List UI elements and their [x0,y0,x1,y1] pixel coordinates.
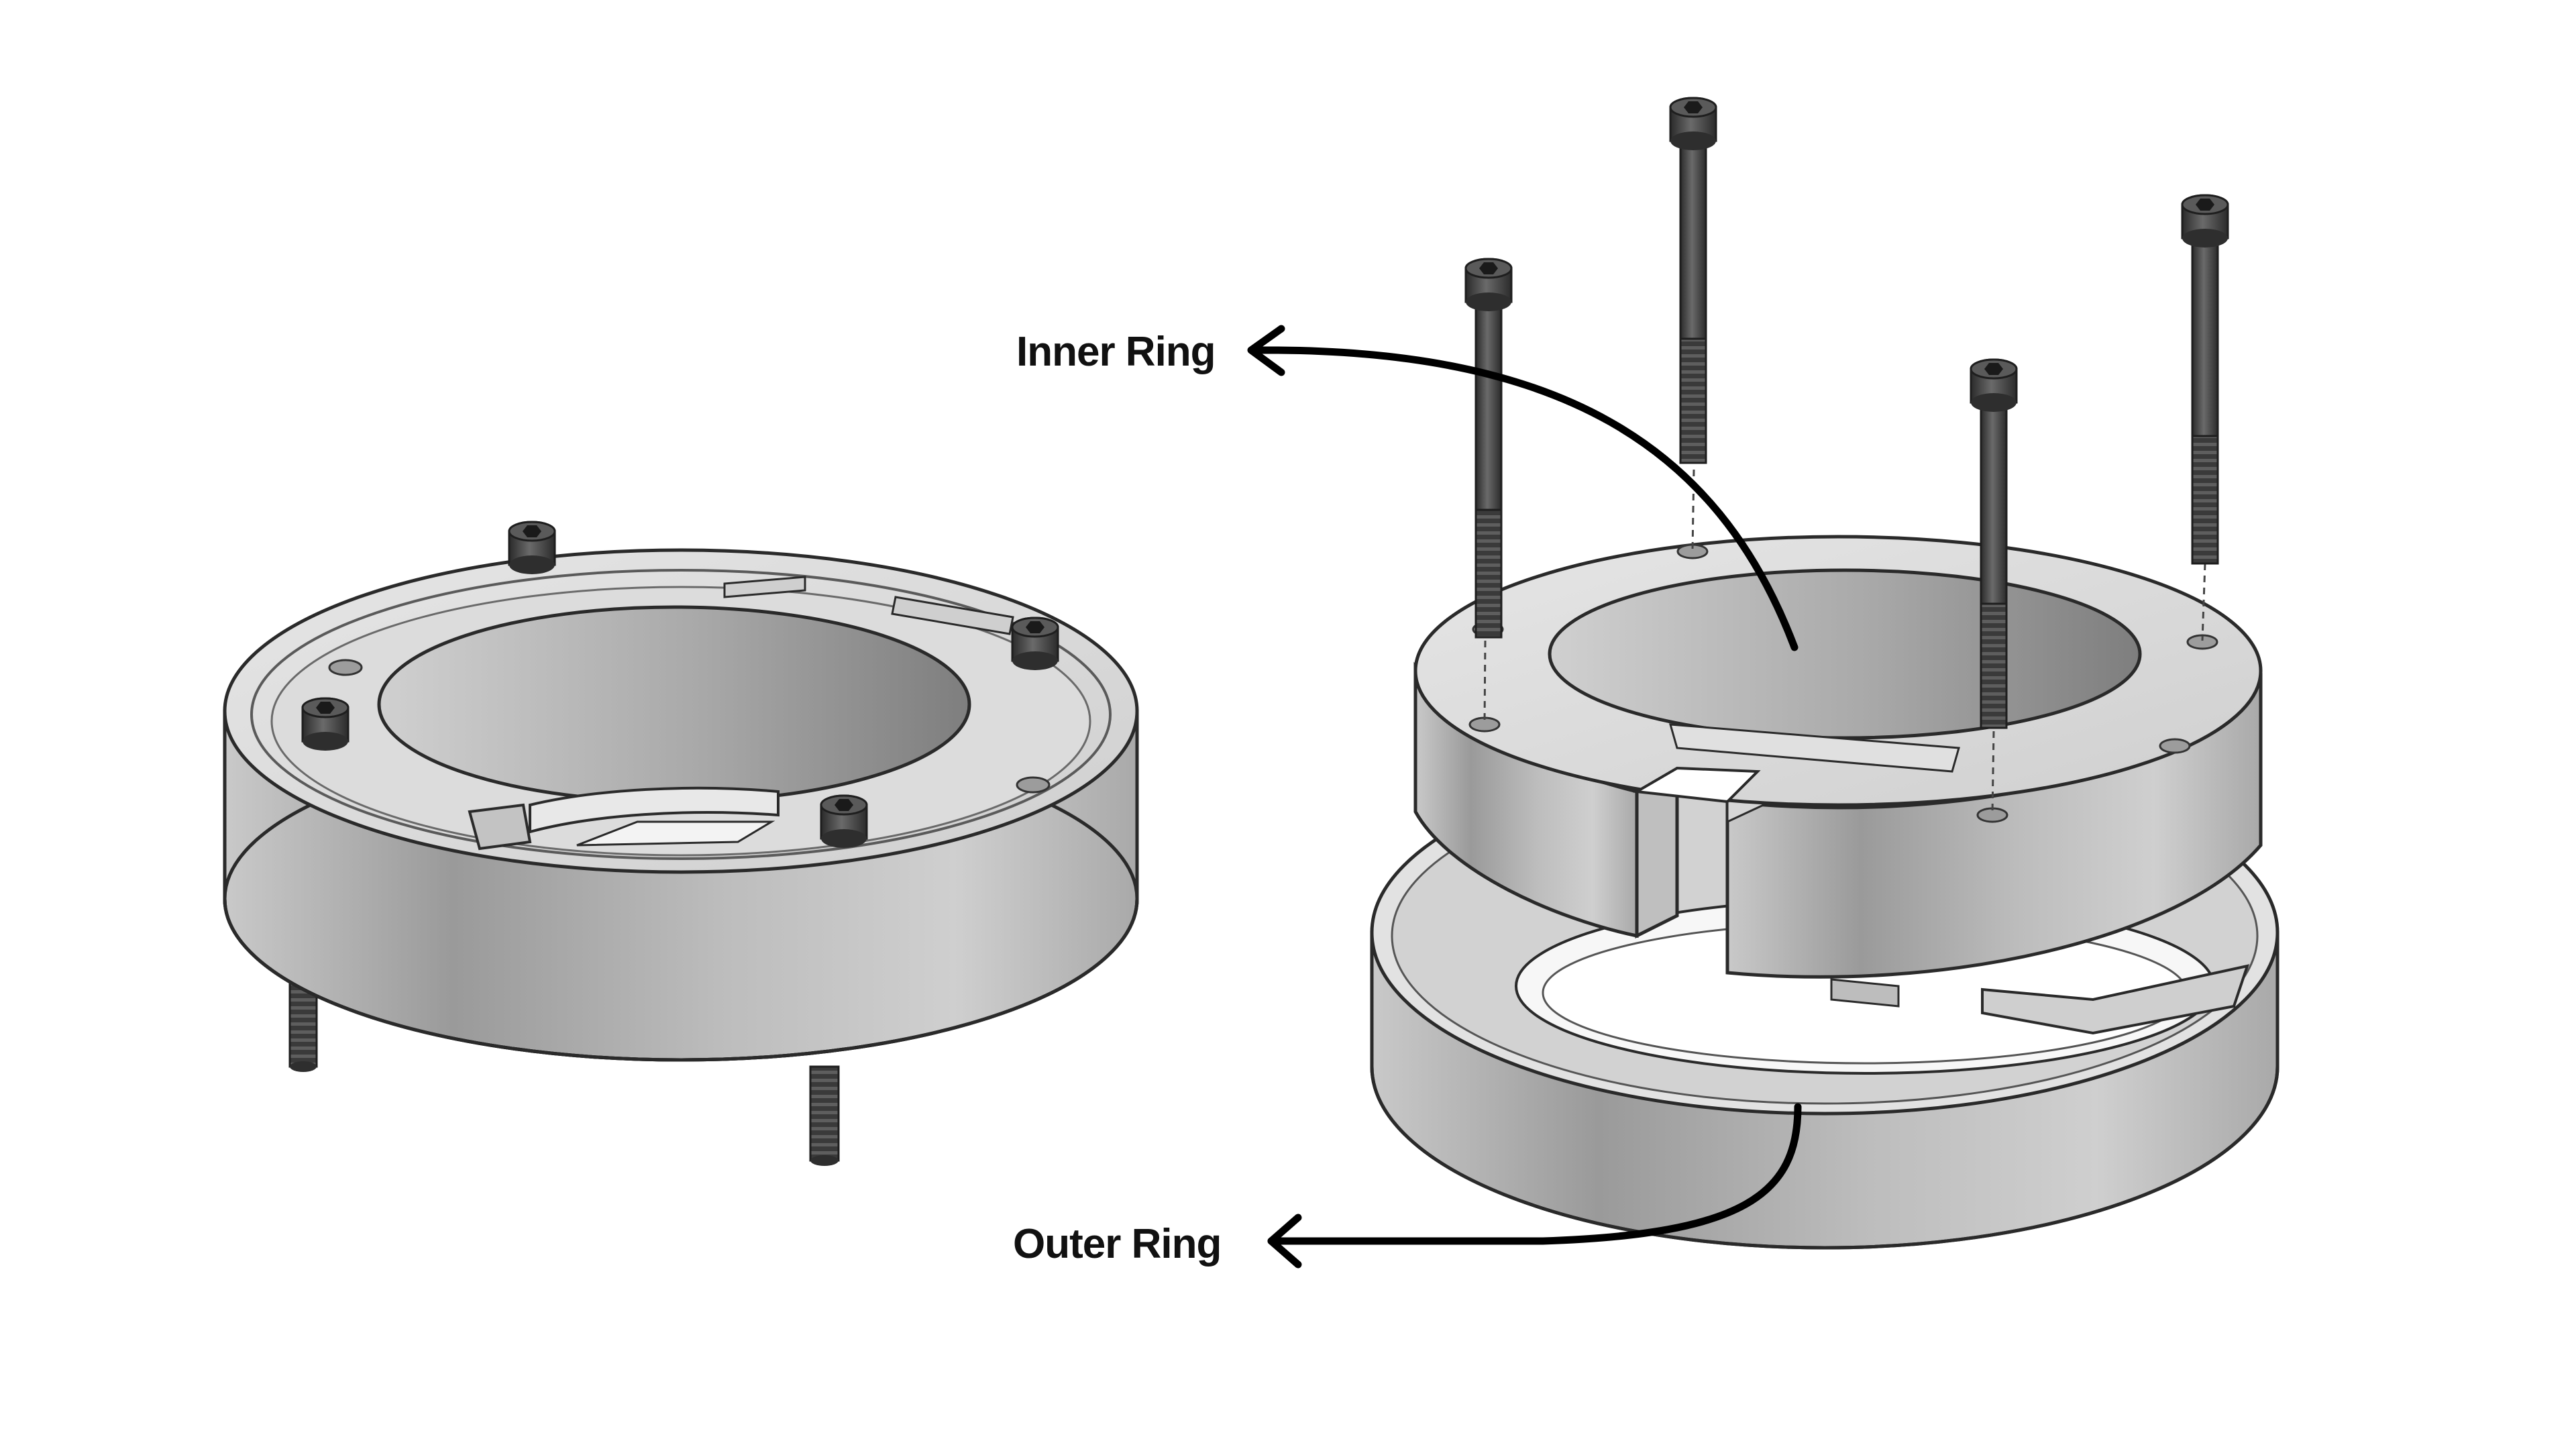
inner-ring-callout: Inner Ring [1016,325,1799,651]
socket-head-cap-screw-icon [1011,616,1059,672]
inner-ring-arrow [1257,346,1799,651]
socket-head-cap-screw-icon [301,697,350,752]
socket-head-cap-screw-icon [2181,194,2229,565]
arrow-head-icon [1247,325,1285,376]
assembled-ring-clamp-icon [223,521,1139,1166]
socket-head-cap-screw-icon [1970,358,2018,729]
socket-head-cap-screw-icon [1464,258,1513,639]
inner-ring-label: Inner Ring [1016,329,1216,375]
inner-ring [1413,469,2263,979]
socket-head-cap-screw-icon [820,794,868,849]
outer-ring-callout: Outer Ring [1013,1103,1802,1269]
outer-ring-label: Outer Ring [1013,1221,1221,1267]
socket-head-cap-screw-icon [1669,97,1717,464]
exploded-ring-clamp-icon [1370,97,2279,1250]
outer-ring-arrow [1267,1103,1802,1245]
socket-head-cap-screw-icon [508,521,556,576]
arrow-head-icon [1267,1214,1302,1269]
